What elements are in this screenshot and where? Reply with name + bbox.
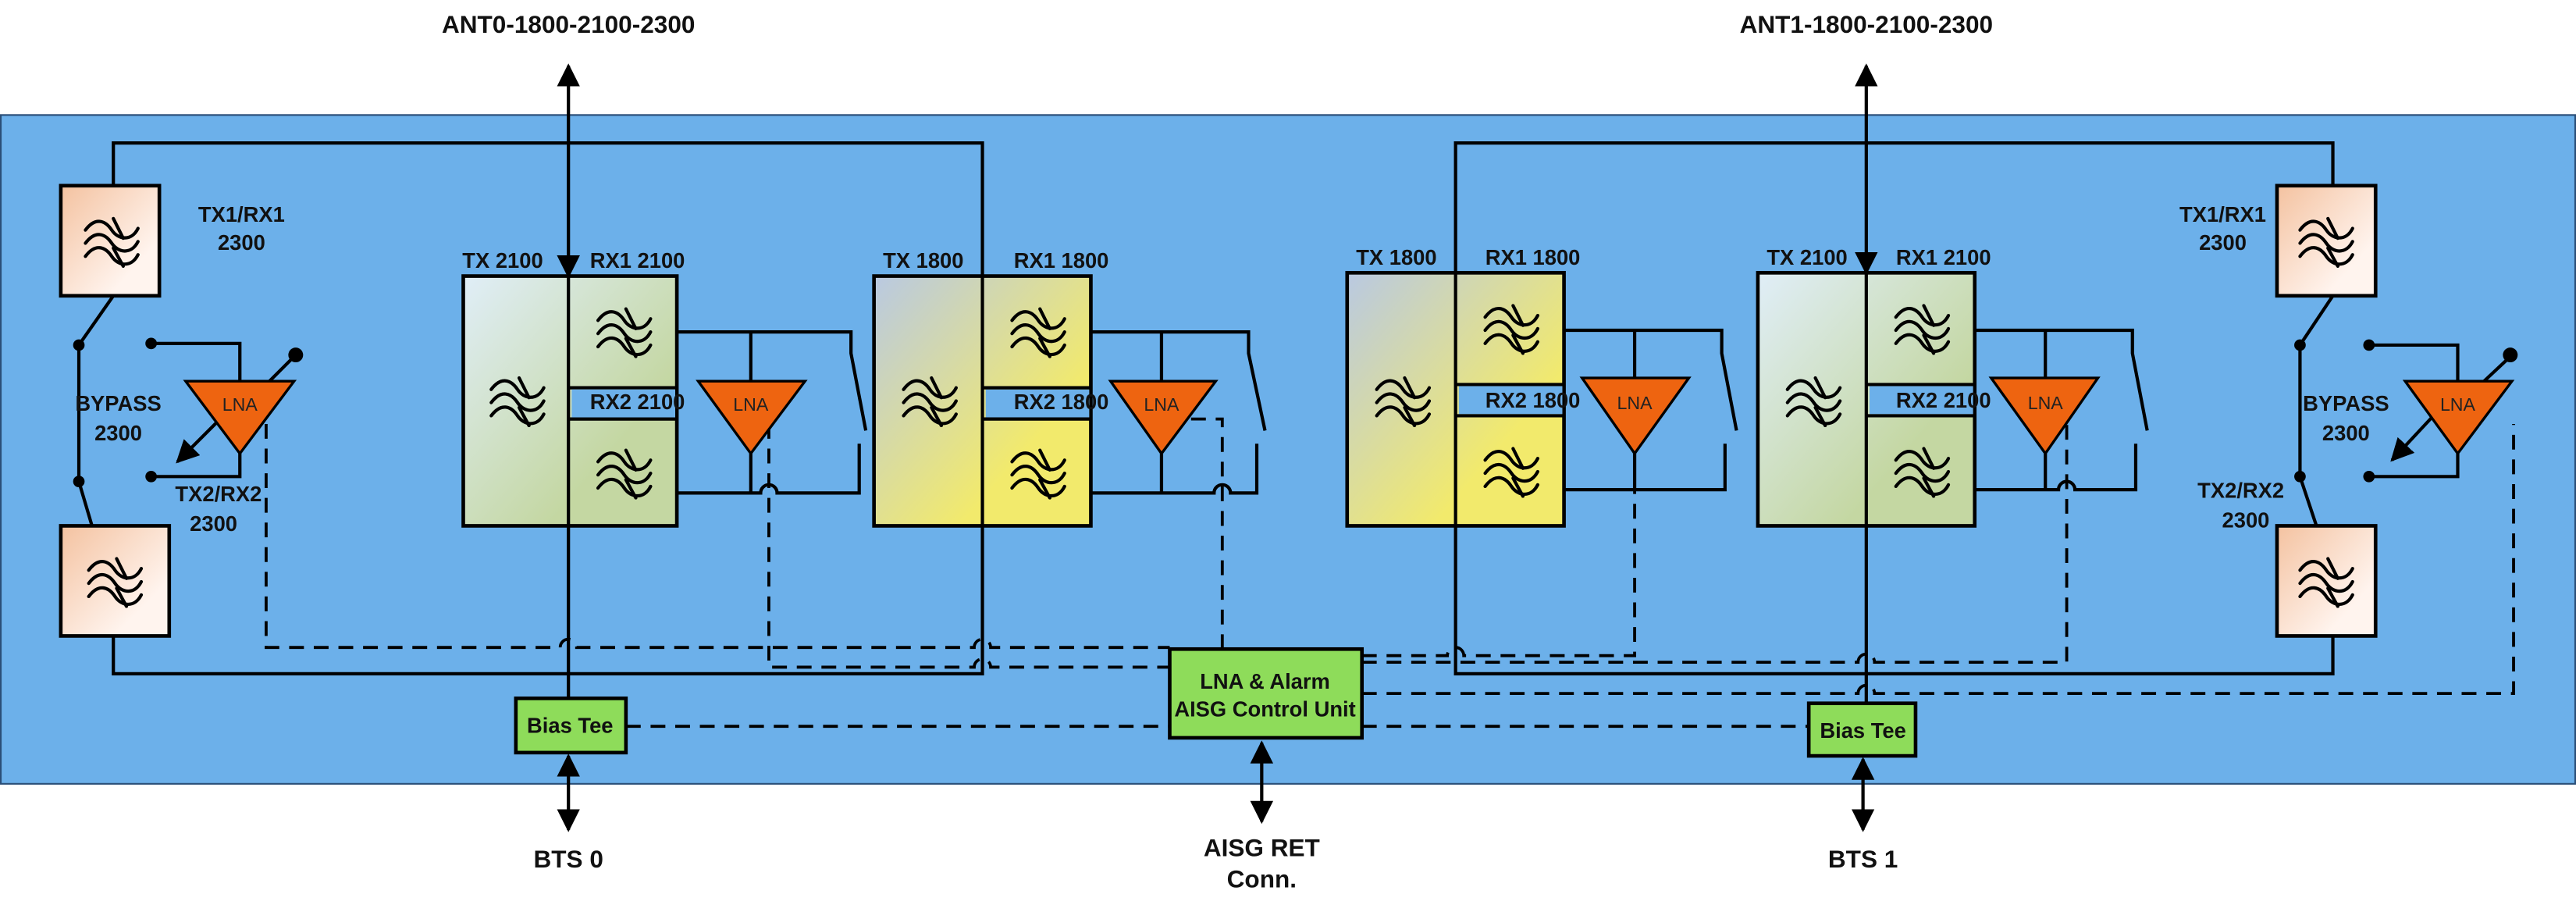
lna-label: LNA bbox=[1144, 394, 1179, 415]
lna-label: LNA bbox=[733, 394, 769, 415]
bias-tee-left: Bias Tee bbox=[514, 696, 628, 755]
tx-label: TX 2100 bbox=[462, 248, 543, 273]
bias-tee-right-label: Bias Tee bbox=[1820, 718, 1905, 743]
bts0-label: BTS 0 bbox=[533, 845, 603, 873]
ant1-label: ANT1-1800-2100-2300 bbox=[1740, 10, 1993, 38]
aisg-label-line2: Conn. bbox=[1227, 864, 1297, 892]
right-2100-section: LNA TX 2100 RX1 2100 RX2 2100 bbox=[1756, 245, 2101, 528]
tx1rx1-label: TX1/RX1 bbox=[198, 202, 285, 226]
bias-tee-right: Bias Tee bbox=[1806, 701, 1918, 758]
lna-triangle-icon bbox=[1988, 376, 2101, 456]
lna-label: LNA bbox=[222, 394, 258, 415]
rx1-label: RX1 2100 bbox=[590, 248, 685, 273]
rx1-label: RX1 1800 bbox=[1014, 248, 1109, 273]
tx1rx1-band-label: 2300 bbox=[218, 230, 265, 255]
lna-triangle-icon bbox=[1579, 376, 1692, 456]
control-unit: LNA & Alarm AISG Control Unit bbox=[1168, 647, 1364, 740]
tx2rx2-band-label: 2300 bbox=[2222, 508, 2270, 533]
bypass-band-label: 2300 bbox=[2322, 421, 2370, 445]
tx-label: TX 2100 bbox=[1767, 245, 1847, 269]
bts1-label: BTS 1 bbox=[1828, 845, 1898, 873]
right-2300-section: LNA TX1/RX1 2300 BYPASS 2300 TX2/RX2 230… bbox=[2179, 183, 2518, 638]
lna-label: LNA bbox=[2028, 393, 2064, 413]
tx2rx2-band-label: 2300 bbox=[190, 511, 237, 536]
bypass-label: BYPASS bbox=[2303, 391, 2389, 415]
tx-label: TX 1800 bbox=[883, 248, 963, 273]
tx-label: TX 1800 bbox=[1356, 245, 1436, 269]
tx2rx2-label: TX2/RX2 bbox=[2197, 479, 2284, 503]
rx2-label: RX2 2100 bbox=[590, 390, 685, 414]
bypass-label: BYPASS bbox=[75, 391, 161, 415]
lna-label: LNA bbox=[2440, 394, 2476, 415]
control-unit-line2: AISG Control Unit bbox=[1174, 697, 1355, 721]
rx1-label: RX1 2100 bbox=[1896, 245, 1991, 269]
bypass-band-label: 2300 bbox=[94, 421, 142, 445]
left-2300-section: LNA TX1/RX1 2300 BYPASS 2300 TX2/RX2 230… bbox=[59, 183, 304, 638]
tx2rx2-label: TX2/RX2 bbox=[175, 482, 262, 506]
rx2-label: RX2 1800 bbox=[1485, 388, 1581, 412]
control-unit-line1: LNA & Alarm bbox=[1200, 669, 1330, 693]
lna-triangle-icon bbox=[2402, 379, 2515, 456]
lna-label: LNA bbox=[1617, 393, 1653, 413]
aisg-label-line1: AISG RET bbox=[1204, 833, 1320, 861]
lna-triangle-icon bbox=[696, 379, 808, 456]
rx2-label: RX2 1800 bbox=[1014, 390, 1109, 414]
rx1-label: RX1 1800 bbox=[1485, 245, 1581, 269]
control-wiring bbox=[265, 417, 2515, 729]
tx1rx1-band-label: 2300 bbox=[2199, 230, 2247, 255]
bias-tee-left-label: Bias Tee bbox=[527, 714, 613, 738]
rx2-label: RX2 2100 bbox=[1896, 388, 1991, 412]
tx2rx2-2300-filter-right bbox=[2275, 524, 2378, 638]
tx1rx1-label: TX1/RX1 bbox=[2179, 202, 2266, 226]
lna-triangle-icon bbox=[1108, 379, 1219, 456]
left-2100-section: LNA TX 2100 RX1 2100 RX2 2100 bbox=[461, 248, 808, 528]
bypass-arrow-right bbox=[2390, 409, 2439, 462]
right-1800-section: LNA TX 1800 RX1 1800 RX2 1800 bbox=[1345, 245, 1692, 528]
lna-triangle-icon bbox=[183, 379, 297, 456]
left-1800-section: LNA TX 1800 RX1 1800 RX2 1800 bbox=[872, 248, 1219, 528]
ant0-label: ANT0-1800-2100-2300 bbox=[442, 10, 695, 38]
